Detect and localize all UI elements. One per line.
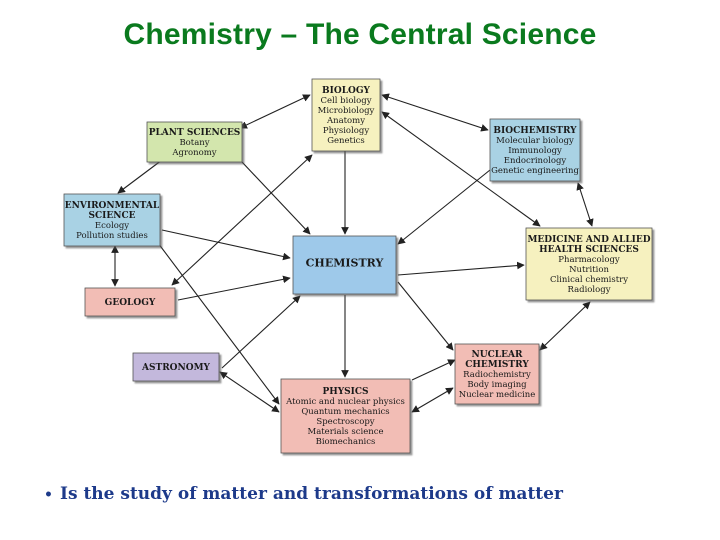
node-subfield: Immunology [508, 146, 562, 156]
connection-arrow [576, 182, 594, 227]
node-subfield: Agronomy [171, 148, 216, 158]
connection-arrow [411, 387, 454, 413]
slide-title: Chemistry – The Central Science [123, 18, 597, 51]
node-box [84, 287, 176, 317]
connection-arrow [381, 93, 489, 132]
node-subfield: Pharmacology [558, 255, 620, 265]
connection-arrow [539, 301, 591, 351]
node-title: SCIENCE [89, 211, 136, 221]
node-title: MEDICINE AND ALLIED [527, 235, 650, 245]
node-box [489, 118, 581, 182]
node-subfield: Biomechanics [316, 437, 376, 447]
bullet-text: Is the study of matter and transformatio… [60, 484, 563, 504]
connection-arrow [411, 359, 456, 381]
node-title: PLANT SCIENCES [149, 128, 241, 138]
node-subfield: Ecology [95, 221, 129, 231]
connection-arrow [219, 371, 280, 413]
node-title: BIOCHEMISTRY [493, 126, 577, 136]
node-box [454, 343, 540, 405]
node-box [525, 227, 653, 301]
node-subfield: Genetic engineering [491, 166, 579, 176]
connection-arrow [171, 154, 313, 286]
node-subfield: Genetics [327, 136, 365, 146]
connection-arrow [241, 161, 311, 235]
node-subfield: Quantum mechanics [301, 407, 389, 417]
node-subfield: Spectroscopy [316, 417, 374, 427]
bullet-point: • Is the study of matter and transformati… [44, 484, 563, 504]
node-astronomy: ASTRONOMY [132, 352, 220, 382]
node-subfield: Cell biology [320, 96, 371, 106]
node-subfield: Molecular biology [496, 136, 574, 146]
node-subfield: Nuclear medicine [459, 390, 536, 400]
connection-arrow [221, 295, 301, 369]
bullet-dot-icon: • [44, 487, 53, 503]
node-box [146, 121, 243, 163]
connection-arrow [239, 94, 311, 129]
node-subfield: Anatomy [326, 116, 365, 126]
node-box [132, 352, 220, 382]
connection-arrow [397, 281, 454, 351]
node-box [280, 378, 411, 454]
node-geology: GEOLOGY [84, 287, 176, 317]
node-title: ENVIRONMENTAL [65, 201, 160, 211]
node-subfield: Atomic and nuclear physics [285, 397, 405, 407]
connection-arrow [177, 275, 291, 301]
node-title: HEALTH SCIENCES [539, 245, 639, 255]
connection-arrow [397, 169, 491, 245]
node-box [311, 78, 381, 152]
node-title: PHYSICS [322, 387, 368, 397]
node-subfield: Nutrition [569, 265, 609, 275]
node-title: GEOLOGY [105, 298, 156, 308]
node-subfield: Clinical chemistry [550, 275, 628, 285]
node-subfield: Body imaging [467, 380, 527, 390]
node-title: NUCLEAR [472, 350, 523, 360]
node-box [292, 235, 397, 295]
node-title: CHEMISTRY [306, 257, 384, 270]
node-subfield: Radiology [567, 285, 610, 295]
node-title: ASTRONOMY [141, 363, 211, 373]
node-subfield: Physiology [323, 126, 369, 136]
node-box [63, 193, 161, 247]
node-title: BIOLOGY [322, 86, 371, 96]
node-title: CHEMISTRY [465, 360, 529, 370]
connection-arrows [111, 93, 594, 413]
node-chemistry: CHEMISTRY [292, 235, 397, 295]
node-subfield: Endocrinology [504, 156, 567, 166]
connection-arrow [397, 261, 525, 276]
node-subfield: Materials science [308, 427, 384, 437]
node-subfield: Microbiology [318, 106, 375, 116]
node-subfield: Botany [179, 138, 209, 148]
node-subfield: Radiochemistry [463, 370, 531, 380]
node-subfield: Pollution studies [76, 231, 148, 241]
connection-arrow [381, 111, 541, 227]
